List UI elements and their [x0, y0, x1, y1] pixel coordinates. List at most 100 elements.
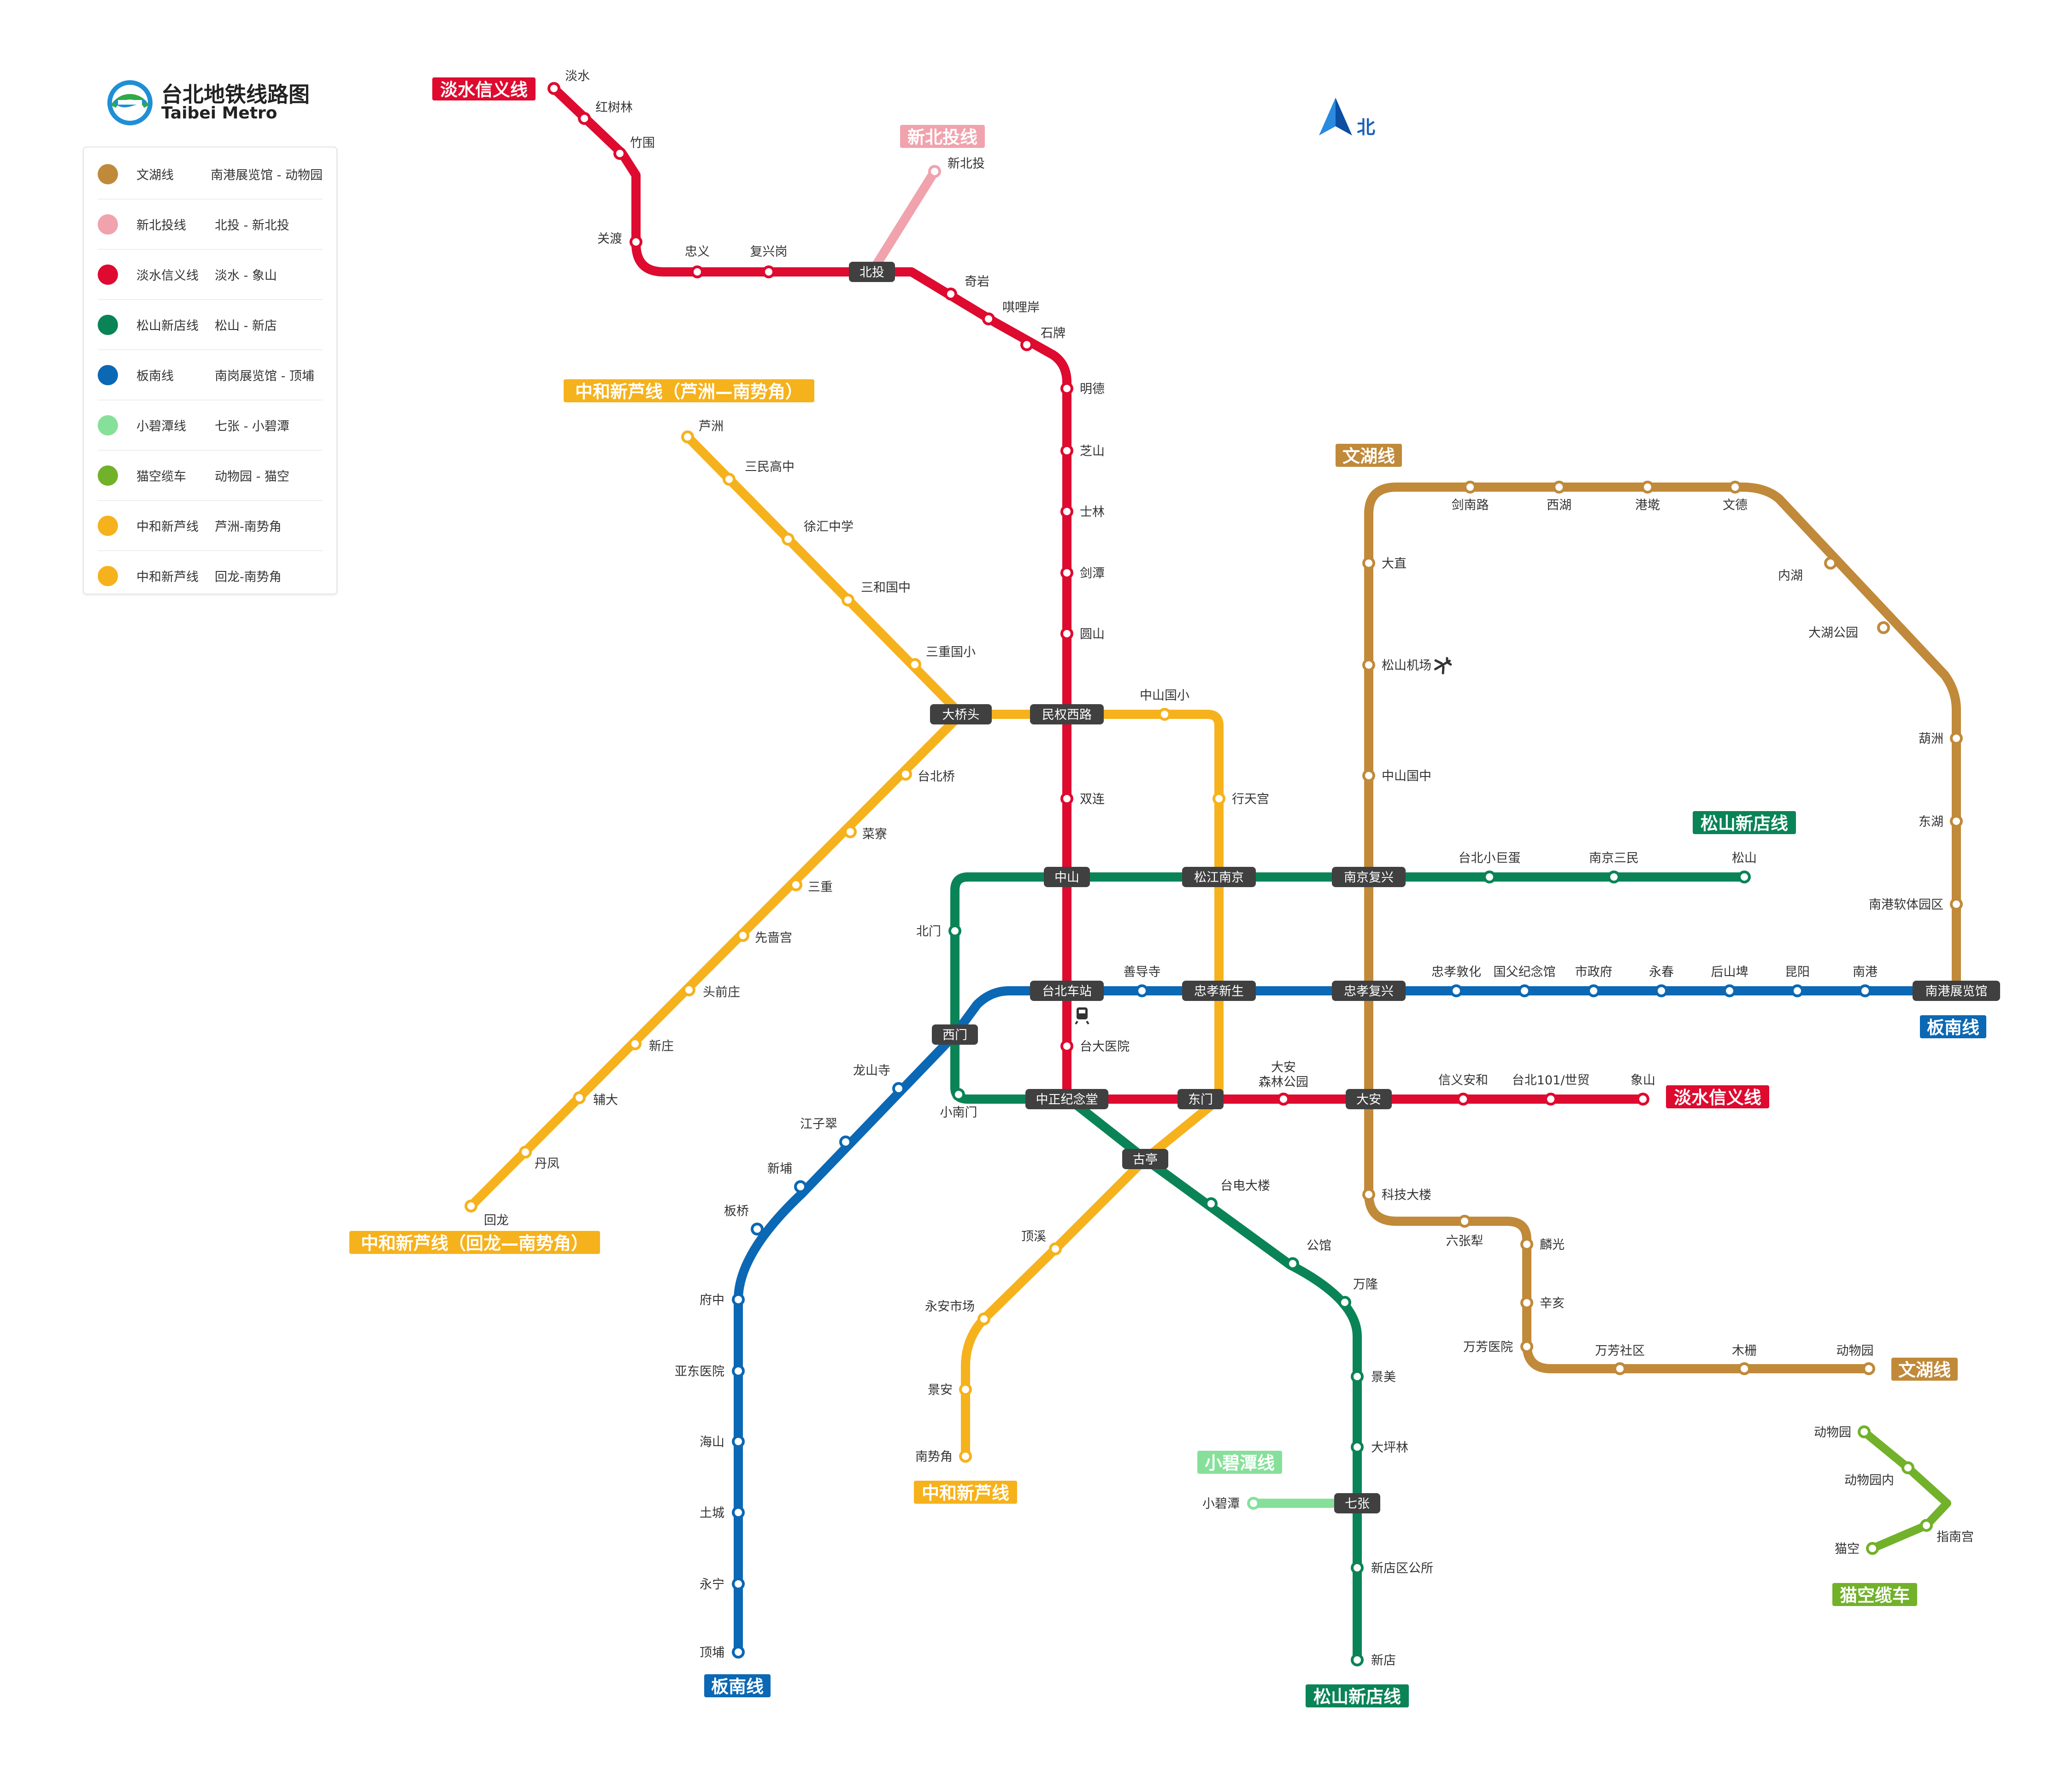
- station-marker[interactable]: [681, 430, 694, 443]
- station-marker[interactable]: [928, 165, 941, 178]
- station-marker[interactable]: [691, 265, 704, 278]
- station-marker[interactable]: [1518, 984, 1531, 997]
- interchange-station[interactable]: [849, 262, 895, 282]
- interchange-station[interactable]: [1044, 867, 1090, 887]
- station-marker[interactable]: [1544, 1093, 1557, 1106]
- station-marker[interactable]: [1553, 481, 1566, 494]
- station-marker[interactable]: [1351, 1561, 1364, 1574]
- interchange-station[interactable]: [1182, 981, 1256, 1001]
- station-marker[interactable]: [751, 1223, 764, 1236]
- station-marker[interactable]: [732, 1293, 745, 1306]
- interchange-station[interactable]: [1332, 981, 1406, 1001]
- interchange-station[interactable]: [1334, 1493, 1380, 1513]
- station-marker[interactable]: [1791, 984, 1804, 997]
- station-marker[interactable]: [1060, 1040, 1073, 1053]
- station-marker[interactable]: [1158, 708, 1171, 721]
- station-marker[interactable]: [1457, 1093, 1470, 1106]
- interchange-station[interactable]: [1177, 1089, 1224, 1109]
- station-marker[interactable]: [1450, 984, 1463, 997]
- station-marker[interactable]: [1866, 1542, 1879, 1555]
- station-marker[interactable]: [1362, 557, 1375, 570]
- interchange-station[interactable]: [1025, 1089, 1108, 1109]
- station-marker[interactable]: [1738, 1362, 1751, 1375]
- station-marker[interactable]: [547, 82, 560, 95]
- station-marker[interactable]: [1060, 627, 1073, 640]
- station-marker[interactable]: [944, 288, 957, 300]
- station-marker[interactable]: [1920, 1519, 1933, 1532]
- station-marker[interactable]: [839, 1136, 852, 1148]
- station-marker[interactable]: [1859, 984, 1872, 997]
- station-marker[interactable]: [1464, 481, 1477, 494]
- station-marker[interactable]: [630, 235, 642, 248]
- station-marker[interactable]: [1483, 871, 1496, 883]
- station-marker[interactable]: [1060, 382, 1073, 395]
- station-marker[interactable]: [1205, 1197, 1218, 1210]
- station-marker[interactable]: [982, 312, 995, 325]
- station-marker[interactable]: [1213, 792, 1225, 805]
- station-marker[interactable]: [1862, 1362, 1875, 1375]
- station-marker[interactable]: [723, 473, 736, 486]
- station-marker[interactable]: [1607, 871, 1620, 883]
- station-marker[interactable]: [1950, 732, 1963, 745]
- station-marker[interactable]: [1060, 792, 1073, 805]
- station-marker[interactable]: [948, 924, 961, 937]
- station-marker[interactable]: [1641, 481, 1654, 494]
- station-marker[interactable]: [1824, 557, 1837, 570]
- station-marker[interactable]: [1136, 984, 1148, 997]
- station-marker[interactable]: [977, 1312, 990, 1325]
- station-marker[interactable]: [794, 1180, 807, 1193]
- station-marker[interactable]: [1901, 1461, 1914, 1474]
- station-marker[interactable]: [1060, 444, 1073, 457]
- station-marker[interactable]: [736, 929, 749, 942]
- station-marker[interactable]: [465, 1200, 477, 1212]
- station-marker[interactable]: [732, 1435, 745, 1448]
- interchange-station[interactable]: [1332, 867, 1406, 887]
- interchange-station[interactable]: [1913, 981, 2000, 1001]
- interchange-station[interactable]: [1346, 1089, 1392, 1109]
- station-marker[interactable]: [1049, 1242, 1062, 1255]
- station-marker[interactable]: [899, 768, 912, 781]
- station-marker[interactable]: [842, 594, 854, 606]
- station-marker[interactable]: [789, 878, 802, 891]
- station-marker[interactable]: [1520, 1296, 1533, 1309]
- station-marker[interactable]: [519, 1146, 532, 1159]
- station-marker[interactable]: [1286, 1257, 1299, 1270]
- station-marker[interactable]: [683, 983, 695, 996]
- station-marker[interactable]: [1277, 1093, 1290, 1106]
- station-marker[interactable]: [1520, 1340, 1533, 1353]
- station-marker[interactable]: [1020, 338, 1033, 351]
- station-marker[interactable]: [578, 112, 591, 125]
- station-marker[interactable]: [573, 1091, 586, 1104]
- station-marker[interactable]: [844, 825, 857, 838]
- station-marker[interactable]: [1613, 1362, 1626, 1375]
- station-marker[interactable]: [1655, 984, 1668, 997]
- station-marker[interactable]: [1362, 769, 1375, 782]
- station-marker[interactable]: [1351, 1370, 1364, 1383]
- station-marker[interactable]: [732, 1646, 745, 1659]
- station-marker[interactable]: [1338, 1296, 1351, 1309]
- interchange-station[interactable]: [1030, 981, 1104, 1001]
- station-marker[interactable]: [1362, 659, 1375, 671]
- station-marker[interactable]: [1729, 481, 1742, 494]
- station-marker[interactable]: [1060, 505, 1073, 518]
- interchange-station[interactable]: [1122, 1149, 1168, 1169]
- station-marker[interactable]: [1858, 1425, 1871, 1438]
- station-marker[interactable]: [732, 1365, 745, 1377]
- interchange-station[interactable]: [930, 704, 992, 724]
- interchange-station[interactable]: [932, 1024, 978, 1045]
- station-marker[interactable]: [1351, 1441, 1364, 1453]
- station-marker[interactable]: [732, 1577, 745, 1590]
- station-marker[interactable]: [732, 1506, 745, 1519]
- station-marker[interactable]: [629, 1037, 642, 1050]
- station-marker[interactable]: [1351, 1654, 1364, 1666]
- station-marker[interactable]: [959, 1450, 972, 1463]
- station-marker[interactable]: [1950, 898, 1963, 911]
- station-marker[interactable]: [1587, 984, 1600, 997]
- interchange-station[interactable]: [1030, 704, 1104, 724]
- station-marker[interactable]: [1362, 1188, 1375, 1201]
- station-marker[interactable]: [782, 533, 795, 546]
- station-marker[interactable]: [1458, 1215, 1471, 1228]
- station-marker[interactable]: [1877, 621, 1890, 634]
- station-marker[interactable]: [1060, 566, 1073, 579]
- station-marker[interactable]: [908, 658, 921, 671]
